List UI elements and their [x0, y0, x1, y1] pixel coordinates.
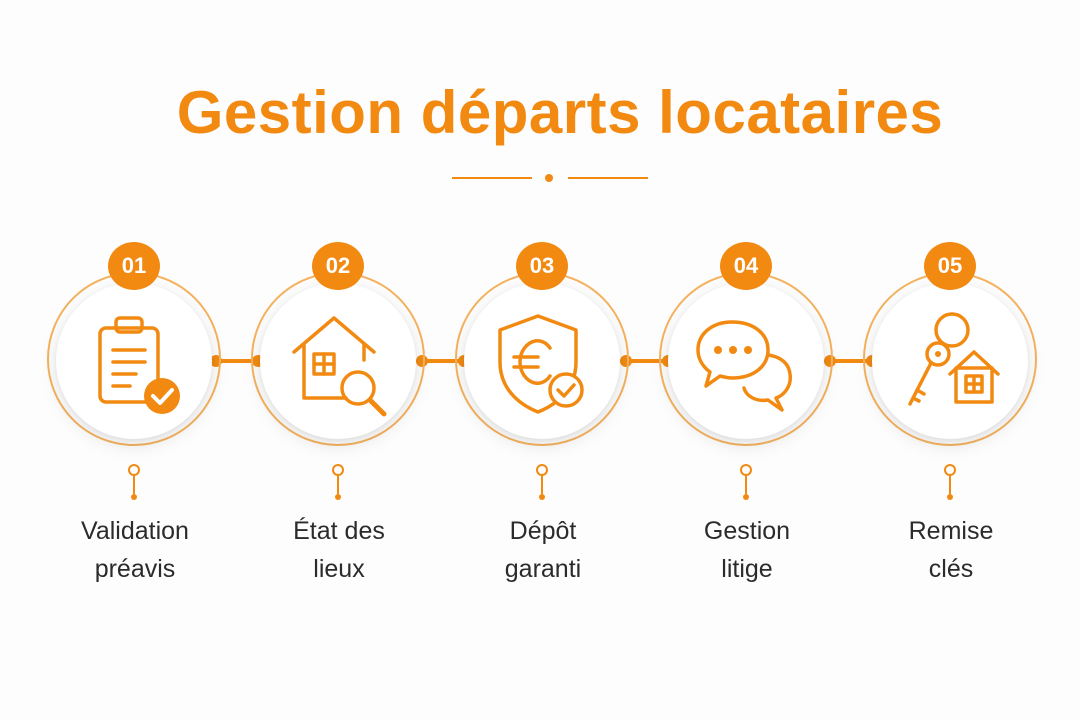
pin-dot: [947, 494, 953, 500]
step-number-badge: 04: [720, 242, 772, 290]
step-disc: [872, 283, 1028, 439]
pin-stem: [541, 476, 543, 494]
connector-3-4: [624, 359, 668, 363]
pin-dot: [335, 494, 341, 500]
page-title: Gestion départs locataires: [176, 79, 944, 146]
step-1: 01 Validation préavis: [40, 0, 240, 720]
step-number-badge: 02: [312, 242, 364, 290]
connector-4-5: [828, 359, 872, 363]
step-disc: [464, 283, 620, 439]
step-4: 04 Gestion litige: [652, 0, 852, 720]
connector-1-2: [214, 359, 258, 363]
pin-stem: [133, 476, 135, 494]
pin-marker: [128, 464, 140, 476]
title-divider: [452, 172, 648, 184]
step-label: Remise clés: [908, 517, 994, 583]
shield-euro-check-icon: [498, 314, 584, 414]
key-house-icon: [908, 312, 1000, 406]
step-label: Validation préavis: [81, 517, 189, 583]
house-magnifier-icon: [292, 316, 387, 417]
pin-marker: [944, 464, 956, 476]
step-number-badge: 01: [108, 242, 160, 290]
step-label: État des lieux: [293, 517, 385, 583]
step-5: 05 Remise clés: [856, 0, 1056, 720]
pin-stem: [949, 476, 951, 494]
step-2: 02 État des lieux: [244, 0, 444, 720]
step-number-badge: 05: [924, 242, 976, 290]
step-label: Dépôt garanti: [504, 517, 582, 583]
chat-bubbles-icon: [696, 320, 792, 412]
step-label: Gestion litige: [703, 517, 791, 583]
clipboard-check-icon: [98, 316, 180, 414]
pin-marker: [536, 464, 548, 476]
step-disc: [260, 283, 416, 439]
pin-dot: [131, 494, 137, 500]
pin-dot: [743, 494, 749, 500]
step-number-badge: 03: [516, 242, 568, 290]
pin-marker: [332, 464, 344, 476]
pin-stem: [745, 476, 747, 494]
pin-dot: [539, 494, 545, 500]
pin-marker: [740, 464, 752, 476]
step-3: 03 Dépôt garanti: [448, 0, 648, 720]
connector-2-3: [420, 359, 464, 363]
pin-stem: [337, 476, 339, 494]
